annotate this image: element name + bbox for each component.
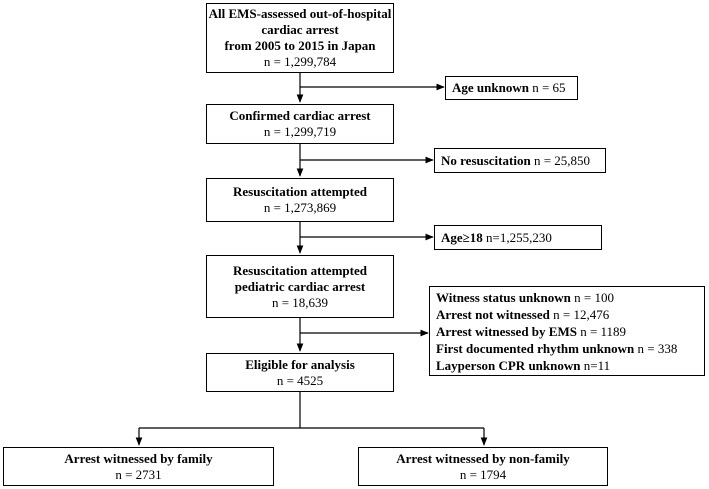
exclusion-label: Arrest not witnessed bbox=[436, 306, 550, 322]
family-box: Arrest witnessed by family n = 2731 bbox=[3, 447, 274, 486]
nonfamily-box: Arrest witnessed by non-family n = 1794 bbox=[358, 447, 608, 486]
family-label: Arrest witnessed by family bbox=[64, 450, 213, 466]
exclusions-box: Witness status unknown n = 100 Arrest no… bbox=[429, 286, 705, 376]
no-resus-box: No resuscitation n = 25,850 bbox=[434, 148, 606, 173]
exclusion-item: Layperson CPR unknown n=11 bbox=[436, 357, 610, 374]
no-resus-label: No resuscitation bbox=[441, 152, 531, 168]
eligible-box: Eligible for analysis n = 4525 bbox=[206, 353, 394, 392]
resus-count: n = 1,273,869 bbox=[263, 200, 337, 215]
adult-box: Age≥18 n=1,255,230 bbox=[434, 225, 602, 250]
pediatric-box: Resuscitation attempted pediatric cardia… bbox=[206, 255, 394, 318]
all-ohca-line-1: All EMS-assessed out-of-hospital bbox=[208, 6, 392, 21]
confirmed-label: Confirmed cardiac arrest bbox=[229, 108, 371, 123]
age-unknown-label: Age unknown bbox=[452, 80, 529, 95]
nonfamily-count: n = 1794 bbox=[459, 466, 507, 482]
exclusion-count: n=11 bbox=[580, 357, 611, 373]
eligible-label: Eligible for analysis bbox=[245, 356, 355, 372]
resus-label: Resuscitation attempted bbox=[233, 184, 367, 199]
exclusion-count: n = 1189 bbox=[576, 323, 627, 339]
all-ohca-line-3: from 2005 to 2015 in Japan bbox=[224, 38, 376, 53]
adult-count: n=1,255,230 bbox=[482, 229, 552, 245]
age-unknown-box: Age unknown n = 65 bbox=[445, 76, 578, 100]
confirmed-count: n = 1,299,719 bbox=[263, 124, 337, 139]
exclusion-label: Arrest witnessed by EMS bbox=[436, 323, 577, 339]
exclusion-count: n = 338 bbox=[634, 340, 678, 356]
exclusion-label: Witness status unknown bbox=[436, 289, 571, 305]
exclusion-label: Layperson CPR unknown bbox=[436, 357, 581, 373]
exclusion-count: n = 12,476 bbox=[549, 306, 610, 322]
exclusion-item: First documented rhythm unknown n = 338 bbox=[436, 340, 677, 357]
all-ohca-line-2: cardiac arrest bbox=[261, 22, 339, 37]
resus-box: Resuscitation attempted n = 1,273,869 bbox=[206, 178, 394, 222]
nonfamily-label: Arrest witnessed by non-family bbox=[396, 450, 570, 466]
eligible-count: n = 4525 bbox=[276, 372, 324, 388]
pediatric-line-1: Resuscitation attempted bbox=[233, 262, 367, 278]
exclusion-item: Witness status unknown n = 100 bbox=[436, 289, 614, 306]
exclusion-item: Arrest not witnessed n = 12,476 bbox=[436, 306, 609, 323]
confirmed-box: Confirmed cardiac arrest n = 1,299,719 bbox=[206, 104, 394, 144]
age-unknown-count: n = 65 bbox=[528, 80, 566, 95]
exclusion-item: Arrest witnessed by EMS n = 1189 bbox=[436, 323, 626, 340]
pediatric-line-2: pediatric cardiac arrest bbox=[234, 278, 366, 294]
all-ohca-count: n = 1,299,784 bbox=[263, 54, 337, 69]
pediatric-count: n = 18,639 bbox=[271, 294, 329, 310]
exclusion-count: n = 100 bbox=[570, 289, 614, 305]
family-count: n = 2731 bbox=[115, 466, 162, 482]
adult-label: Age≥18 bbox=[441, 229, 483, 245]
all-ohca-box: All EMS-assessed out-of-hospital cardiac… bbox=[206, 3, 394, 73]
no-resus-count: n = 25,850 bbox=[530, 152, 591, 168]
exclusion-label: First documented rhythm unknown bbox=[436, 340, 635, 356]
